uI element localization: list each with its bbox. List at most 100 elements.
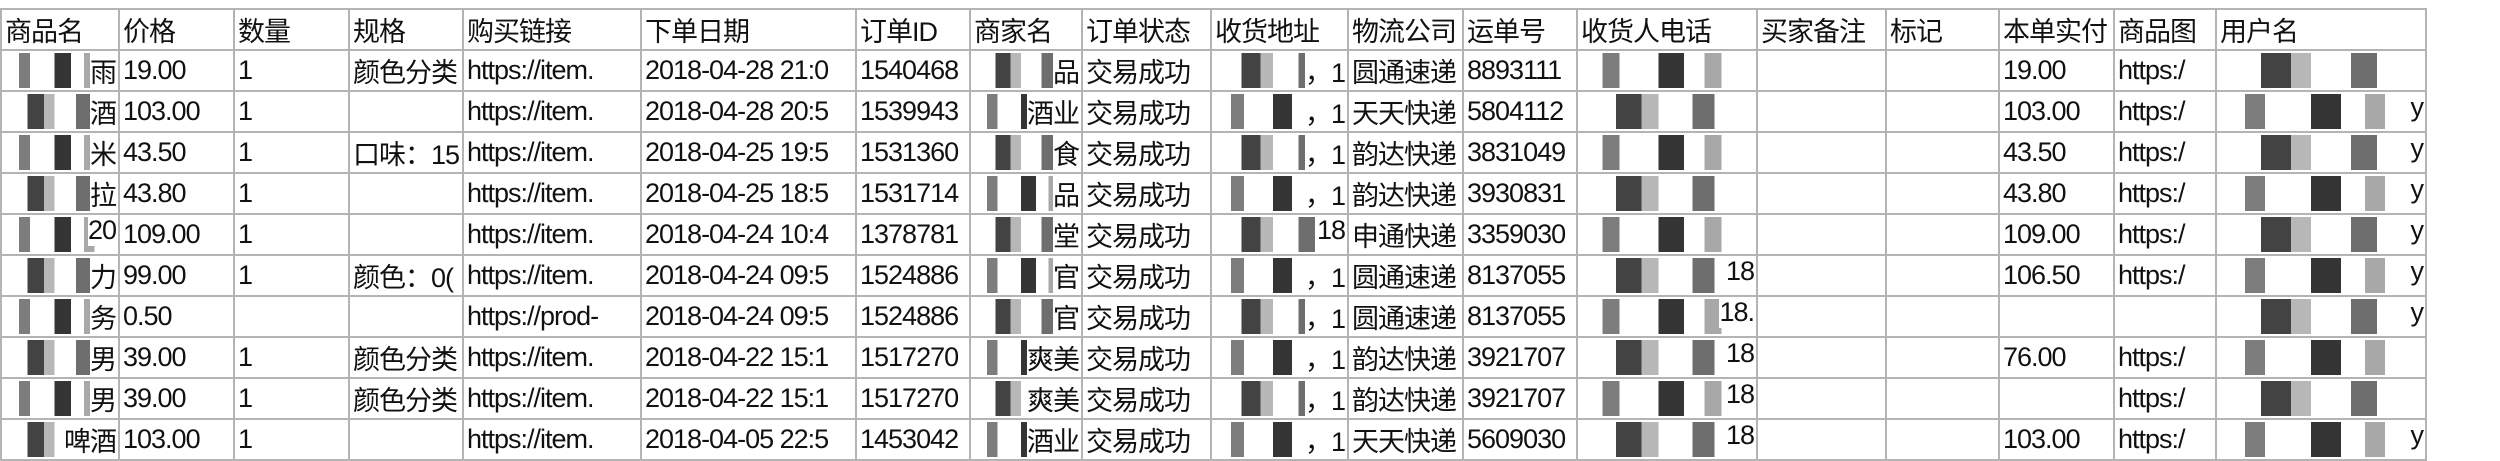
cell[interactable] — [2215, 336, 2427, 379]
cell[interactable] — [1885, 49, 2000, 92]
cell[interactable]: y — [2215, 90, 2427, 133]
cell[interactable]: https://item. — [462, 213, 642, 256]
column-header[interactable]: 价格 — [118, 8, 235, 51]
cell[interactable]: 交易成功 — [1081, 377, 1212, 420]
cell[interactable]: 103.00 — [1998, 418, 2115, 461]
cell[interactable]: https:/ — [2113, 131, 2217, 174]
cell[interactable]: 1453042 — [855, 418, 971, 461]
cell[interactable]: y — [2215, 295, 2427, 338]
cell[interactable]: 103.00 — [118, 90, 235, 133]
cell[interactable] — [348, 90, 464, 133]
cell[interactable]: 5804112 — [1462, 90, 1578, 133]
cell[interactable]: 1531714 — [855, 172, 971, 215]
cell[interactable]: 1 — [233, 213, 350, 256]
cell[interactable]: 酒业 — [969, 90, 1083, 133]
cell[interactable] — [1756, 49, 1887, 92]
cell[interactable]: ，1 — [1210, 418, 1349, 461]
cell[interactable]: https:/ — [2113, 254, 2217, 297]
cell[interactable]: 堂 — [969, 213, 1083, 256]
column-header[interactable]: 购买链接 — [462, 8, 642, 51]
cell[interactable]: https:/ — [2113, 377, 2217, 420]
cell[interactable]: 103.00 — [1998, 90, 2115, 133]
column-header[interactable]: 商家名 — [969, 8, 1083, 51]
cell[interactable]: 18 — [1576, 377, 1758, 420]
cell[interactable]: 1539943 — [855, 90, 971, 133]
cell[interactable]: 天天快递 — [1347, 90, 1464, 133]
cell[interactable]: 拉 — [0, 172, 120, 215]
cell[interactable] — [1885, 295, 2000, 338]
cell[interactable]: 食 — [969, 131, 1083, 174]
cell[interactable]: 18 — [1576, 418, 1758, 461]
cell[interactable]: 官 — [969, 295, 1083, 338]
cell[interactable]: 8137055 — [1462, 254, 1578, 297]
cell[interactable]: https://item. — [462, 377, 642, 420]
cell[interactable]: 圆通速递 — [1347, 295, 1464, 338]
cell[interactable]: 43.50 — [118, 131, 235, 174]
cell[interactable]: 109.00 — [118, 213, 235, 256]
cell[interactable]: 20 — [0, 213, 120, 256]
cell[interactable]: https://item. — [462, 90, 642, 133]
cell[interactable]: 交易成功 — [1081, 254, 1212, 297]
column-header[interactable]: 下单日期 — [640, 8, 857, 51]
column-header[interactable]: 规格 — [348, 8, 464, 51]
cell[interactable]: 交易成功 — [1081, 336, 1212, 379]
cell[interactable]: ，1 — [1210, 172, 1349, 215]
cell[interactable]: 1 — [233, 90, 350, 133]
cell[interactable] — [1885, 90, 2000, 133]
cell[interactable]: y — [2215, 131, 2427, 174]
cell[interactable]: 圆通速递 — [1347, 254, 1464, 297]
cell[interactable]: https://item. — [462, 172, 642, 215]
cell[interactable]: ，1 — [1210, 377, 1349, 420]
column-header[interactable]: 订单状态 — [1081, 8, 1212, 51]
column-header[interactable]: 运单号 — [1462, 8, 1578, 51]
cell[interactable]: 2018-04-22 15:1 — [640, 336, 857, 379]
cell[interactable]: 109.00 — [1998, 213, 2115, 256]
cell[interactable]: https://item. — [462, 254, 642, 297]
cell[interactable]: https://item. — [462, 49, 642, 92]
cell[interactable]: 口味：15 — [348, 131, 464, 174]
cell[interactable]: 米 — [0, 131, 120, 174]
cell[interactable]: 韵达快递 — [1347, 336, 1464, 379]
cell[interactable]: 43.80 — [1998, 172, 2115, 215]
cell[interactable]: 18. — [1576, 295, 1758, 338]
cell[interactable]: 2018-04-24 10:4 — [640, 213, 857, 256]
cell[interactable]: 1 — [233, 377, 350, 420]
cell[interactable] — [1885, 254, 2000, 297]
cell[interactable]: y — [2215, 254, 2427, 297]
cell[interactable]: 爽美 — [969, 377, 1083, 420]
cell[interactable] — [348, 295, 464, 338]
cell[interactable] — [233, 295, 350, 338]
cell[interactable]: ，1 — [1210, 254, 1349, 297]
cell[interactable]: 2018-04-25 19:5 — [640, 131, 857, 174]
cell[interactable]: 颜色分类 — [348, 49, 464, 92]
cell[interactable]: 酒业 — [969, 418, 1083, 461]
cell[interactable]: 43.80 — [118, 172, 235, 215]
cell[interactable]: 1531360 — [855, 131, 971, 174]
cell[interactable]: 交易成功 — [1081, 131, 1212, 174]
cell[interactable]: https:/ — [2113, 213, 2217, 256]
cell[interactable] — [1885, 336, 2000, 379]
cell[interactable]: 颜色分类 — [348, 377, 464, 420]
cell[interactable]: 1517270 — [855, 336, 971, 379]
cell[interactable]: 官 — [969, 254, 1083, 297]
cell[interactable] — [1885, 172, 2000, 215]
cell[interactable]: 106.50 — [1998, 254, 2115, 297]
cell[interactable]: 18 — [1576, 336, 1758, 379]
cell[interactable]: https:/ — [2113, 418, 2217, 461]
cell[interactable]: 酒 — [0, 90, 120, 133]
cell[interactable] — [348, 213, 464, 256]
cell[interactable]: 韵达快递 — [1347, 131, 1464, 174]
cell[interactable]: 103.00 — [118, 418, 235, 461]
cell[interactable]: 8137055 — [1462, 295, 1578, 338]
cell[interactable]: 啤酒 — [0, 418, 120, 461]
column-header[interactable]: 用户名 — [2215, 8, 2427, 51]
cell[interactable]: y — [2215, 213, 2427, 256]
column-header[interactable]: 标记 — [1885, 8, 2000, 51]
cell[interactable] — [1998, 377, 2115, 420]
cell[interactable]: 品 — [969, 49, 1083, 92]
column-header[interactable]: 商品图 — [2113, 8, 2217, 51]
column-header[interactable]: 收货地址 — [1210, 8, 1349, 51]
column-header[interactable]: 本单实付 — [1998, 8, 2115, 51]
cell[interactable]: 1524886 — [855, 295, 971, 338]
cell[interactable]: 1540468 — [855, 49, 971, 92]
